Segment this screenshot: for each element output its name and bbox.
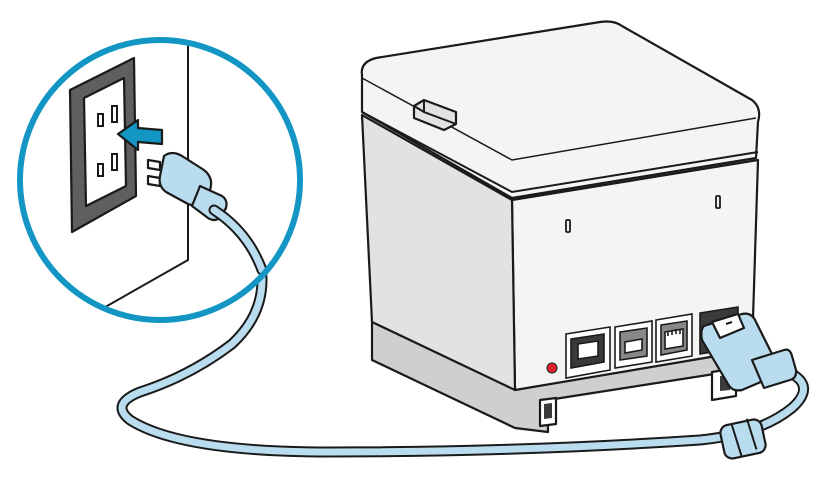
zoom-inset <box>17 37 303 323</box>
printer-foot-left-slot <box>544 403 552 419</box>
printer-icon <box>360 20 761 434</box>
ethernet-port-icon <box>655 313 693 363</box>
wall-outlet-icon <box>68 56 138 234</box>
vent-slot-right <box>715 195 721 209</box>
status-led-icon <box>546 362 558 374</box>
power-connector-icon <box>700 312 798 392</box>
vent-slot-left <box>565 219 571 233</box>
cable-fill <box>118 202 808 456</box>
zoom-circle-ring <box>17 37 303 323</box>
printer-lid-seam <box>361 111 759 194</box>
printer-top-edge <box>361 77 757 161</box>
power-plug-icon <box>146 151 228 222</box>
insert-arrow-icon <box>116 118 164 152</box>
drawer-port-icon <box>565 326 611 379</box>
printer-side-face <box>360 113 517 392</box>
lid-release-tab <box>412 98 458 132</box>
usb-port-icon <box>614 320 653 369</box>
wall-corner <box>99 40 189 311</box>
printer-top-lid <box>360 20 761 200</box>
power-cable-icon <box>116 200 810 460</box>
ferrite-core-icon <box>719 418 767 460</box>
